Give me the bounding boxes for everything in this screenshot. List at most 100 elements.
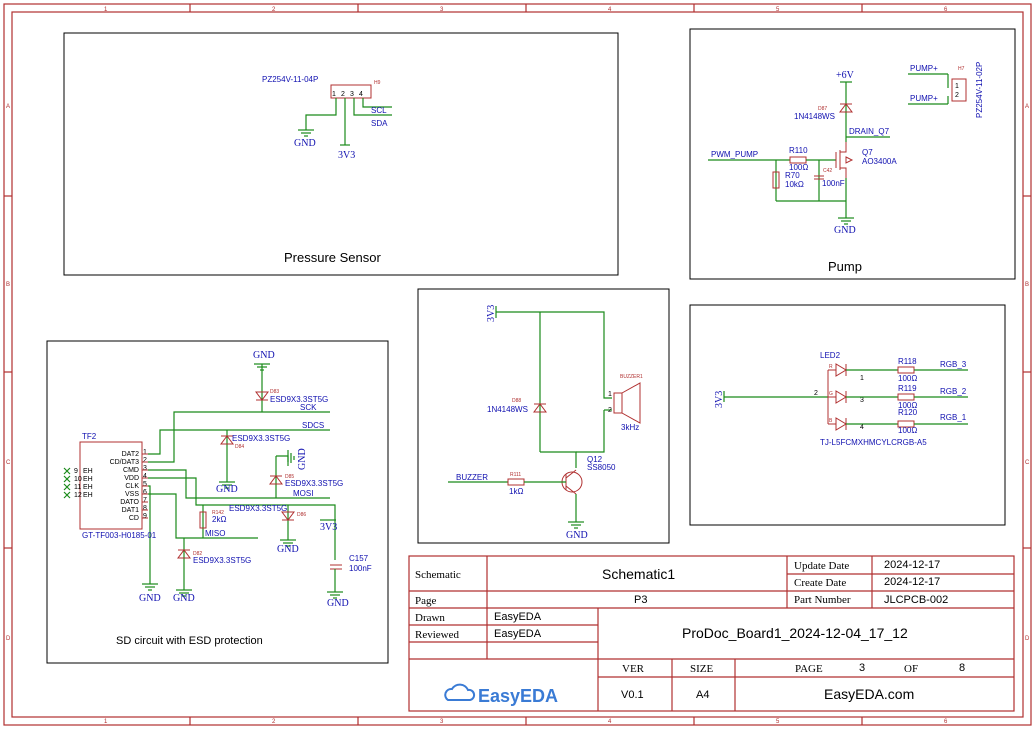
tb-ver-label: VER: [622, 663, 645, 675]
sd-gnd-7: GND: [139, 593, 161, 604]
sd-des: TF2: [82, 432, 97, 441]
pump-q-des: Q7: [862, 148, 873, 157]
pump-r70[interactable]: [772, 171, 780, 189]
tb-size-value: A4: [696, 689, 709, 701]
pressure-connector[interactable]: [330, 84, 372, 99]
pump-plus-net-2: PUMP+: [910, 94, 938, 103]
buzzer-pin-1: 1: [608, 391, 612, 398]
buzzer-q-val: SS8050: [587, 463, 616, 472]
pump-title: Pump: [828, 259, 862, 274]
led-r118[interactable]: [897, 366, 915, 374]
pump-r70-des: R70: [785, 171, 800, 180]
sd-esd-d82[interactable]: [177, 549, 191, 559]
sd-eh-pin-number: 9: [74, 468, 78, 475]
pump-conn-des: H7: [958, 66, 965, 72]
ruler-col-3: 3: [440, 7, 444, 13]
ruler-row-c-right: C: [1025, 460, 1030, 466]
sd-pin-name: DAT2: [122, 451, 139, 458]
ruler-col-3-bottom: 3: [440, 719, 444, 725]
sd-pin-number: 7: [143, 497, 147, 504]
inner-frame: [11, 11, 1024, 718]
buzzer-box: [417, 288, 670, 544]
pump-mosfet[interactable]: [835, 142, 854, 178]
easyeda-logo-icon: [444, 683, 476, 701]
sd-r-val: 2kΩ: [212, 515, 226, 524]
tb-partnum-label: Part Number: [794, 594, 851, 606]
sd-gnd-top: GND: [253, 350, 275, 361]
tb-drawn-label: Drawn: [415, 612, 445, 624]
pump-pwm-net: PWM_PUMP: [711, 150, 758, 159]
tb-page-total: 8: [959, 662, 965, 674]
pump-6v: +6V: [836, 70, 855, 81]
sd-net-miso: MISO: [205, 529, 225, 538]
buzzer-pin-2: 2: [608, 407, 612, 414]
sd-eh-pin-number: 11: [74, 484, 81, 491]
sd-esd-d85[interactable]: [269, 475, 283, 485]
sd-esd-des-3: D85: [285, 474, 294, 480]
buzzer-des: BUZZER1: [620, 374, 643, 380]
sd-esd-des-1: D83: [270, 389, 279, 395]
pressure-connector-des: H9: [374, 80, 381, 86]
sd-pin-name: CLK: [125, 483, 139, 490]
pump-r110-des: R110: [789, 146, 808, 155]
led-pin-common: 2: [814, 390, 818, 397]
pump-q-val: AO3400A: [862, 157, 897, 166]
buzzer-r111[interactable]: [507, 478, 525, 486]
pressure-pin-3: 3: [350, 91, 354, 98]
pump-gnd: GND: [834, 225, 856, 236]
tb-page2-label: PAGE: [795, 663, 823, 675]
ruler-col-5-bottom: 5: [776, 719, 780, 725]
pump-conn-pin-1: 1: [955, 83, 959, 90]
pump-block: +6V D87 1N4148WS DRAIN_Q7 PWM_PUMP R110 …: [689, 28, 1016, 280]
sd-eh-label: EH: [83, 492, 93, 499]
pressure-pin-1: 1: [332, 91, 336, 98]
tb-site: EasyEDA.com: [824, 686, 914, 702]
sd-pin-number: 3: [143, 465, 147, 472]
sd-pin-number: 1: [143, 449, 147, 456]
sd-esd-val-4: ESD9X3.3ST5G: [229, 504, 287, 513]
ruler-row-c: C: [6, 460, 11, 466]
sd-esd-val-1: ESD9X3.3ST5G: [270, 395, 328, 404]
sd-net-sdcs: SDCS: [302, 421, 324, 430]
pump-box: [689, 28, 1016, 280]
pump-diode[interactable]: [839, 103, 853, 113]
pressure-pin-2: 2: [341, 91, 345, 98]
title-block: Schematic Schematic1 Page P3 Drawn EasyE…: [408, 555, 1015, 712]
tb-create-label: Create Date: [794, 577, 846, 589]
sd-eh-label: EH: [83, 476, 93, 483]
sd-eh-label: EH: [83, 484, 93, 491]
sd-esd-d84[interactable]: [220, 435, 234, 445]
buzzer-diode-des: D88: [512, 398, 521, 404]
pump-connector[interactable]: [951, 78, 967, 102]
ruler-col-6: 6: [944, 7, 948, 13]
tb-logo: EasyEDA: [478, 686, 558, 706]
buzzer-r-val: 1kΩ: [509, 487, 523, 496]
tb-partnum-value: JLCPCB-002: [884, 594, 948, 606]
buzzer-q-des: Q12: [587, 455, 603, 464]
sd-esd-d83[interactable]: [255, 391, 269, 401]
pump-conn-pin-2: 2: [955, 92, 959, 99]
led-3v3: 3V3: [714, 391, 725, 408]
buzzer-diode[interactable]: [533, 403, 547, 413]
buzzer-speaker[interactable]: [613, 382, 641, 424]
ruler-col-4-bottom: 4: [608, 719, 612, 725]
sd-pin-number: 4: [143, 473, 147, 480]
ruler-col-2-bottom: 2: [272, 719, 276, 725]
sd-r142[interactable]: [199, 511, 207, 529]
tb-create-value: 2024-12-17: [884, 576, 940, 588]
ruler-row-a: A: [6, 104, 10, 110]
led-r119[interactable]: [897, 393, 915, 401]
sd-pin-name: CMD: [123, 467, 139, 474]
buzzer-diode-val: 1N4148WS: [487, 405, 528, 414]
tb-schematic-label: Schematic: [415, 569, 461, 581]
led-sub-g: G: [829, 391, 833, 397]
sd-esd-val-5: ESD9X3.3ST5G: [193, 556, 251, 565]
led-net-rgb2: RGB_2: [940, 387, 967, 396]
sd-part: GT-TF003-H0185-01: [82, 531, 157, 540]
sd-eh-pin-number: 10: [74, 476, 82, 483]
sd-esd-val-2: ESD9X3.3ST5G: [232, 434, 290, 443]
buzzer-net: BUZZER: [456, 473, 488, 482]
sd-esd-d86[interactable]: [281, 511, 295, 521]
ruler-row-b: B: [6, 282, 10, 288]
led-pin-1: 1: [860, 375, 864, 382]
